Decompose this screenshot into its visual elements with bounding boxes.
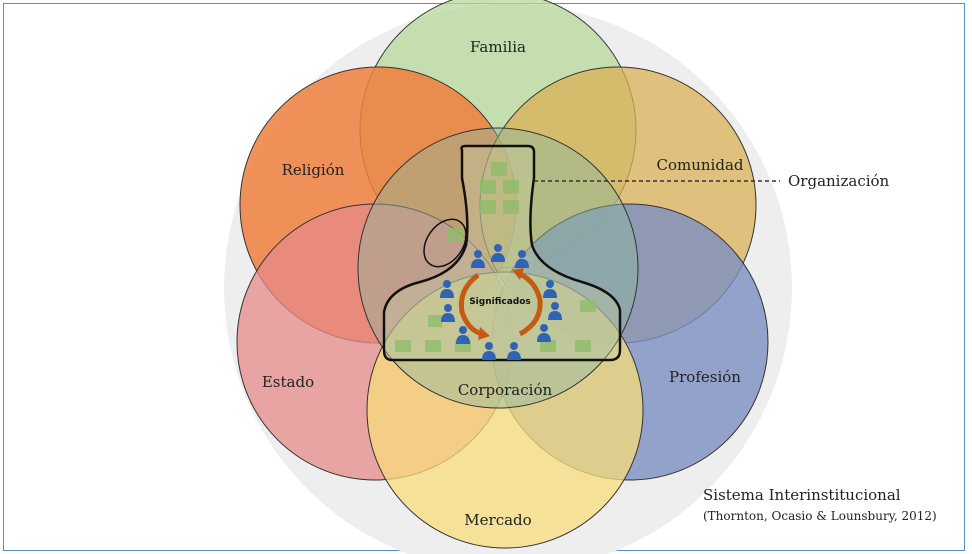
circle-corporacion — [357, 127, 639, 409]
label-cita: (Thornton, Ocasio & Lounsbury, 2012) — [703, 509, 937, 523]
block — [503, 200, 519, 214]
structure-blocks — [395, 162, 596, 352]
arrow-heads — [478, 268, 524, 340]
person-icon — [515, 250, 529, 268]
person-icon — [548, 302, 562, 320]
block — [575, 340, 591, 352]
organization-shape — [382, 144, 622, 362]
person-icon — [441, 304, 455, 322]
small-ellipse — [423, 218, 467, 268]
person-icon — [471, 250, 485, 268]
people-icons — [440, 244, 562, 360]
person-icon — [491, 244, 505, 262]
block — [491, 162, 507, 176]
person-icon — [440, 280, 454, 298]
arrowhead-left — [478, 327, 490, 340]
person-icon — [507, 342, 521, 360]
block — [580, 300, 596, 312]
label-mercado: Mercado — [464, 511, 531, 529]
label-profesion: Profesión — [669, 368, 741, 386]
block — [480, 200, 496, 214]
label-significados: Significados — [469, 297, 531, 307]
arrowhead-right — [512, 268, 524, 280]
block — [425, 340, 441, 352]
label-comunidad: Comunidad — [657, 156, 744, 174]
label-familia: Familia — [470, 38, 526, 56]
block — [480, 180, 496, 194]
label-corporacion: Corporación — [458, 381, 553, 399]
cycle-arrows — [458, 271, 543, 337]
block — [503, 180, 519, 194]
label-organizacion: Organización — [788, 172, 890, 190]
block — [448, 228, 464, 242]
label-estado: Estado — [262, 373, 314, 391]
person-icon — [456, 326, 470, 344]
label-sistema: Sistema Interinstitucional — [703, 486, 901, 504]
block — [428, 315, 442, 327]
person-icon — [482, 342, 496, 360]
person-icon — [543, 280, 557, 298]
left-arrow — [458, 273, 483, 337]
block — [540, 340, 556, 352]
block — [395, 340, 411, 352]
label-religion: Religión — [282, 161, 345, 179]
right-arrow — [518, 271, 543, 337]
person-icon — [537, 324, 551, 342]
